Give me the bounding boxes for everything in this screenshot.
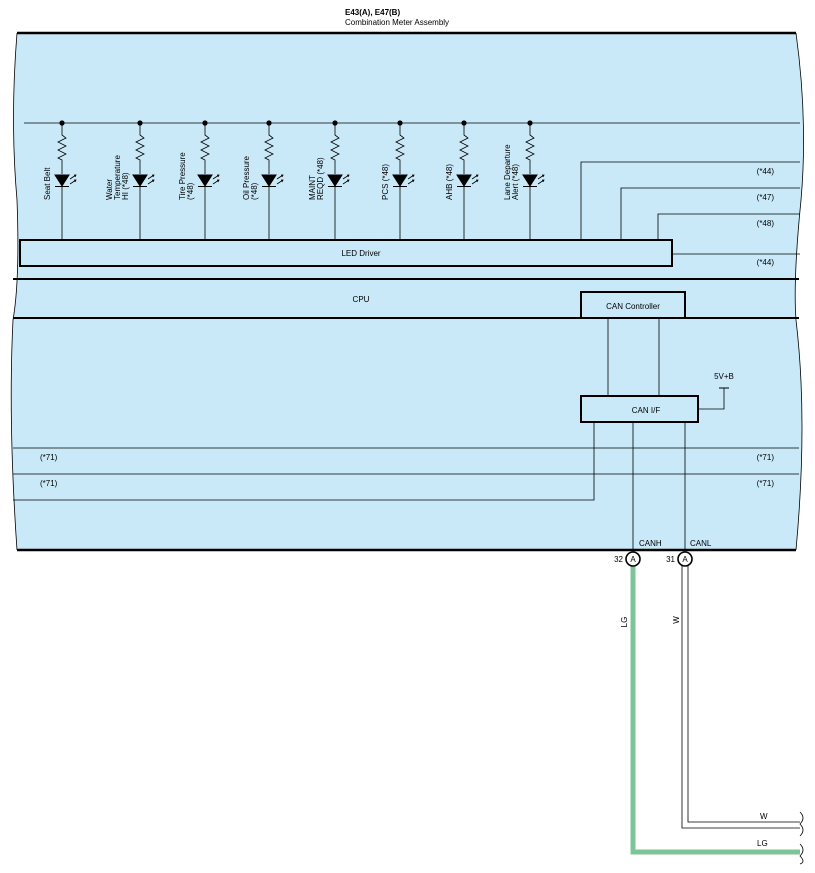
indicator-lamp: Seat Belt xyxy=(43,120,77,240)
led-icon xyxy=(456,174,472,187)
option-note-3: (*48) xyxy=(757,219,775,228)
terminal-32-pin: 32 xyxy=(614,555,623,564)
indicator-lamp: PCS (*48) xyxy=(381,120,415,240)
supply-label: 5V+B xyxy=(714,372,734,381)
light-rays-icon xyxy=(276,174,284,185)
option-note-1: (*44) xyxy=(757,167,775,176)
resistor-icon xyxy=(200,123,210,240)
indicator-label: Seat Belt xyxy=(43,167,52,200)
terminal-31 xyxy=(677,551,693,567)
led-icon xyxy=(197,174,213,187)
module-left-break xyxy=(10,32,19,551)
lower-line-3 xyxy=(13,422,595,501)
resistor-icon xyxy=(135,123,145,240)
can-controller-block xyxy=(580,291,686,319)
terminal-31-pin: 31 xyxy=(666,555,675,564)
led-driver-label: LED Driver xyxy=(341,249,380,258)
indicator-label: Lane Departure xyxy=(503,144,512,200)
connector-codes: E43(A), E47(B) xyxy=(345,8,400,17)
option-line-2 xyxy=(620,187,800,240)
led-icon xyxy=(327,174,343,187)
wire-break-symbol xyxy=(799,811,804,865)
canh-label: CANH xyxy=(639,539,662,548)
module-right-break xyxy=(794,32,804,551)
light-rays-icon xyxy=(212,174,220,185)
can-if-label: CAN I/F xyxy=(632,406,661,415)
indicator-lamp: Tire Pressure(*48) xyxy=(178,120,220,240)
lower-note-left-1: (*71) xyxy=(40,453,58,462)
resistor-icon xyxy=(395,123,405,240)
light-rays-icon xyxy=(342,174,350,185)
light-rays-icon xyxy=(407,174,415,185)
lower-note-left-2: (*71) xyxy=(40,479,58,488)
indicator-label: MAINT xyxy=(308,175,317,200)
resistor-icon xyxy=(330,123,340,240)
indicator-label: AHB (*48) xyxy=(445,164,454,200)
indicator-label: Alert (*48) xyxy=(511,164,520,200)
lg-wire xyxy=(630,566,800,855)
indicator-label: Tire Pressure xyxy=(178,152,187,200)
w-wire-end-label: W xyxy=(760,812,768,821)
indicator-label: Water xyxy=(105,179,114,200)
terminal-32-connector: A xyxy=(630,555,636,564)
terminal-31-connector: A xyxy=(682,555,688,564)
option-line-1 xyxy=(580,161,800,240)
lg-wire-vertical-label: LG xyxy=(620,617,629,628)
cpu-label: CPU xyxy=(353,295,370,304)
option-note-2: (*47) xyxy=(757,193,775,202)
led-driver-block xyxy=(19,239,673,267)
option-note-4: (*44) xyxy=(757,258,775,267)
component-name: Combination Meter Assembly xyxy=(345,18,449,27)
indicator-label: Temperature xyxy=(113,155,122,200)
terminal-32 xyxy=(625,551,641,567)
indicator-label: (*48) xyxy=(186,182,195,200)
supply-line xyxy=(698,388,725,410)
lower-note-right-1: (*71) xyxy=(757,453,775,462)
indicator-label: PCS (*48) xyxy=(381,164,390,200)
led-icon xyxy=(54,174,70,187)
w-wire-outer xyxy=(681,566,800,829)
resistor-icon xyxy=(525,123,535,240)
can-controller-label: CAN Controller xyxy=(606,302,660,311)
indicator-label: Oil Pressure xyxy=(242,155,251,200)
resistor-icon xyxy=(264,123,274,240)
indicator-label: (*48) xyxy=(250,182,259,200)
indicator-label: HI (*48) xyxy=(121,172,130,200)
led-icon xyxy=(392,174,408,187)
lg-wire-end-label: LG xyxy=(757,839,768,848)
led-icon xyxy=(261,174,277,187)
light-rays-icon xyxy=(471,174,479,185)
option-line-3 xyxy=(657,213,800,240)
w-wire-inner xyxy=(687,566,800,823)
canl-label: CANL xyxy=(690,539,712,548)
light-rays-icon xyxy=(69,174,77,185)
lower-note-right-2: (*71) xyxy=(757,479,775,488)
resistor-icon xyxy=(57,123,67,240)
resistor-icon xyxy=(459,123,469,240)
led-icon xyxy=(132,174,148,187)
w-wire-vertical-label: W xyxy=(672,616,681,624)
indicator-lamp: Oil Pressure(*48) xyxy=(242,120,284,240)
light-rays-icon xyxy=(537,174,545,185)
led-icon xyxy=(522,174,538,187)
indicator-label: REQD (*48) xyxy=(316,157,325,200)
indicator-lamp: AHB (*48) xyxy=(445,120,479,240)
light-rays-icon xyxy=(147,174,155,185)
